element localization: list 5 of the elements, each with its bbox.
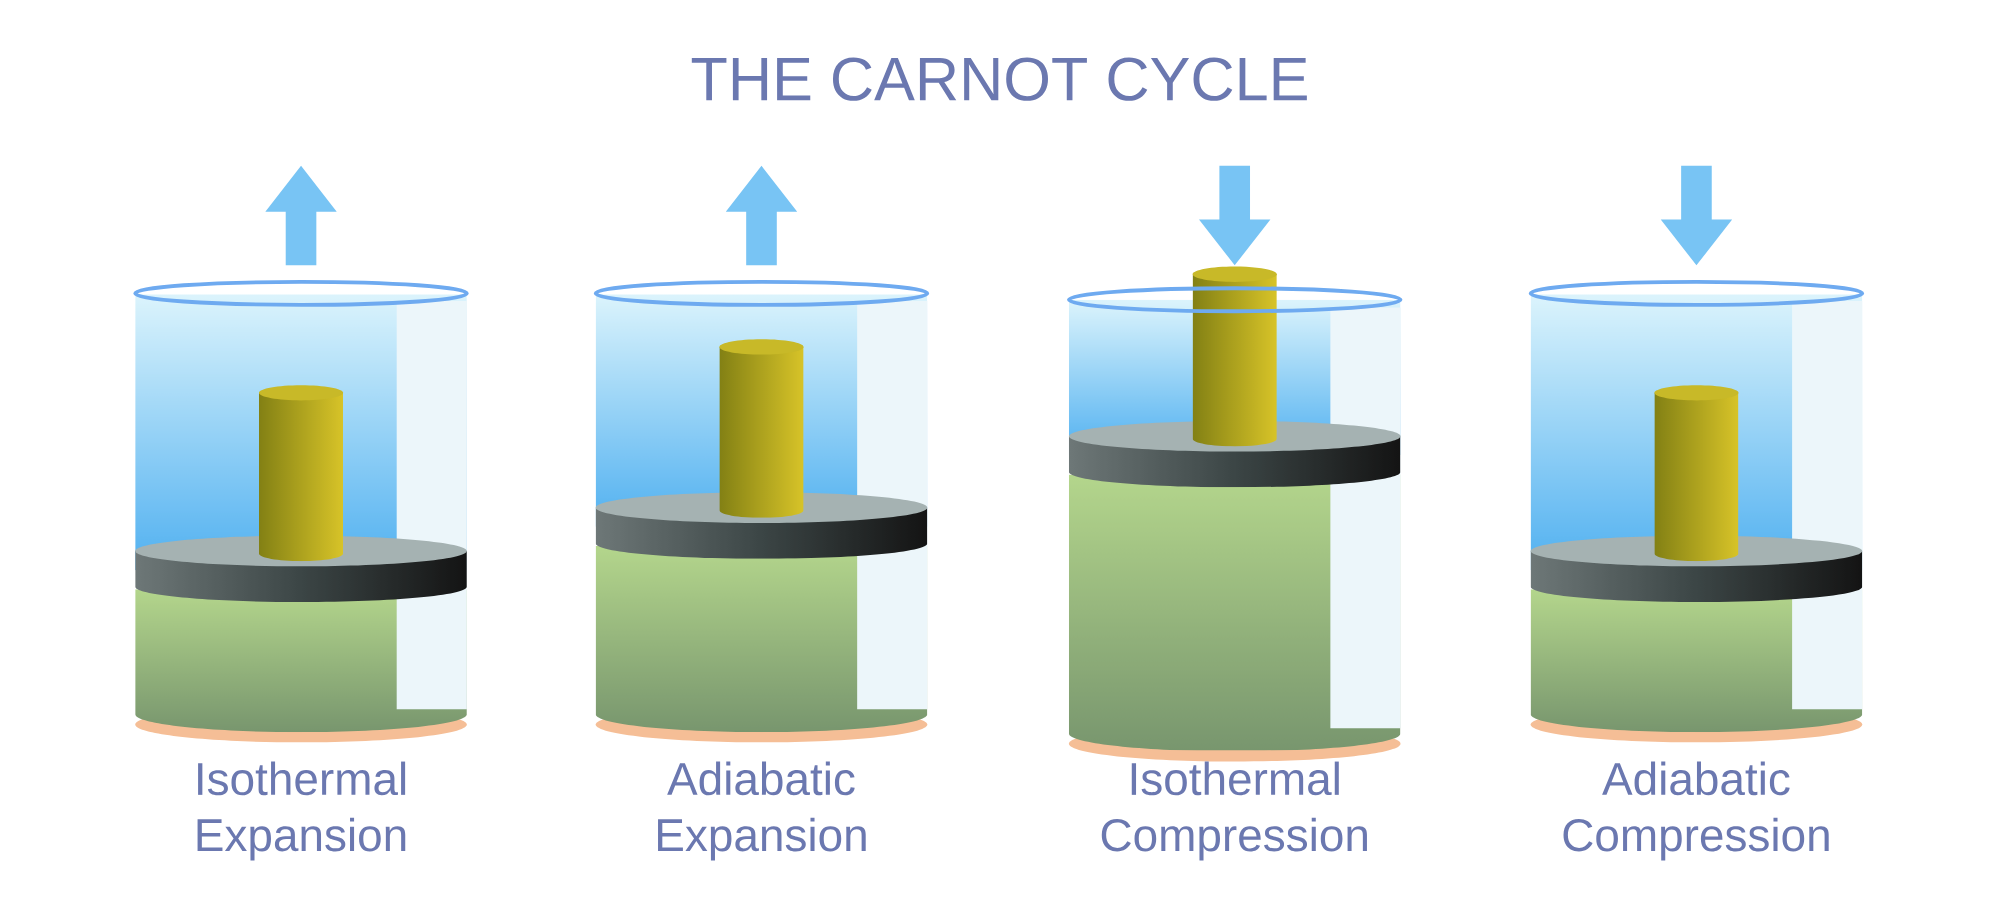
stage-label: Adiabatic Expansion bbox=[658, 761, 866, 861]
stage-label: Isothermal Expansion bbox=[197, 761, 406, 861]
stage-label: Adiabatic Compression bbox=[1563, 761, 1829, 861]
title: THE CARNOT CYCLE bbox=[691, 57, 1307, 101]
stage-label: Isothermal Compression bbox=[1101, 761, 1367, 861]
